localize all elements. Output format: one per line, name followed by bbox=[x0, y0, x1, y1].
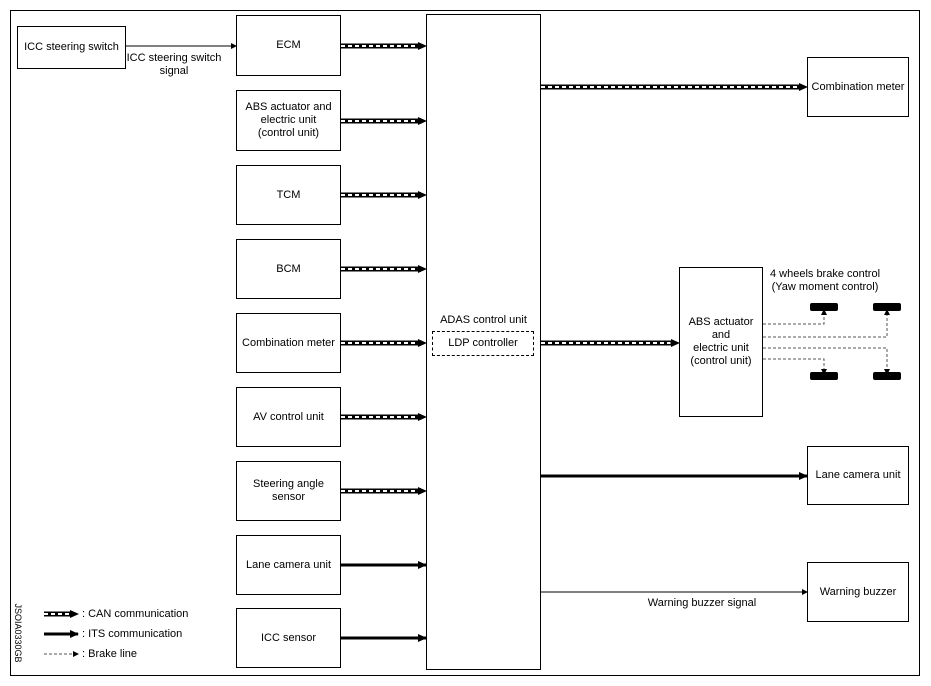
legend-its-label: : ITS communication bbox=[82, 628, 183, 640]
ecm-box: ECM bbox=[236, 15, 341, 76]
legend-can-label: : CAN communication bbox=[82, 608, 189, 620]
av-control-unit-box: AV control unit bbox=[236, 387, 341, 447]
brake-lines bbox=[763, 314, 888, 370]
warning-buzzer-box: Warning buzzer bbox=[807, 562, 909, 622]
icc-switch-signal-label: ICC steering switch signal bbox=[126, 52, 222, 77]
icc-sensor-box: ICC sensor bbox=[236, 608, 341, 668]
lane-camera-input-box: Lane camera unit bbox=[236, 535, 341, 595]
icc-steering-switch-box: ICC steering switch bbox=[17, 26, 126, 69]
tcm-box: TCM bbox=[236, 165, 341, 225]
steering-angle-sensor-box: Steering angle sensor bbox=[236, 461, 341, 521]
lane-camera-output-box: Lane camera unit bbox=[807, 446, 909, 505]
figure-id: JSOIA0330GB bbox=[13, 603, 23, 663]
can-lines bbox=[341, 42, 808, 495]
abs-output-box: ABS actuator and electric unit (control … bbox=[679, 267, 763, 417]
legend-graphics bbox=[44, 610, 79, 657]
wheels bbox=[810, 303, 901, 380]
diagram-frame bbox=[10, 10, 920, 676]
wheel-rear-left bbox=[810, 372, 838, 380]
abs-input-box: ABS actuator and electric unit (control … bbox=[236, 90, 341, 151]
its-lines bbox=[341, 472, 808, 642]
wheel-rear-right bbox=[873, 372, 901, 380]
ldp-controller-box: LDP controller bbox=[432, 331, 534, 356]
warning-buzzer-signal-label: Warning buzzer signal bbox=[647, 597, 757, 609]
combination-meter-output-box: Combination meter bbox=[807, 57, 909, 117]
wheel-front-left bbox=[810, 303, 838, 311]
brake-control-label: 4 wheels brake control (Yaw moment contr… bbox=[769, 268, 881, 293]
wheel-front-right bbox=[873, 303, 901, 311]
legend-brake-label: : Brake line bbox=[82, 648, 138, 660]
combination-meter-input-box: Combination meter bbox=[236, 313, 341, 373]
brake-arrowheads bbox=[821, 309, 890, 375]
bcm-box: BCM bbox=[236, 239, 341, 299]
adas-control-unit-title: ADAS control unit bbox=[440, 314, 527, 326]
